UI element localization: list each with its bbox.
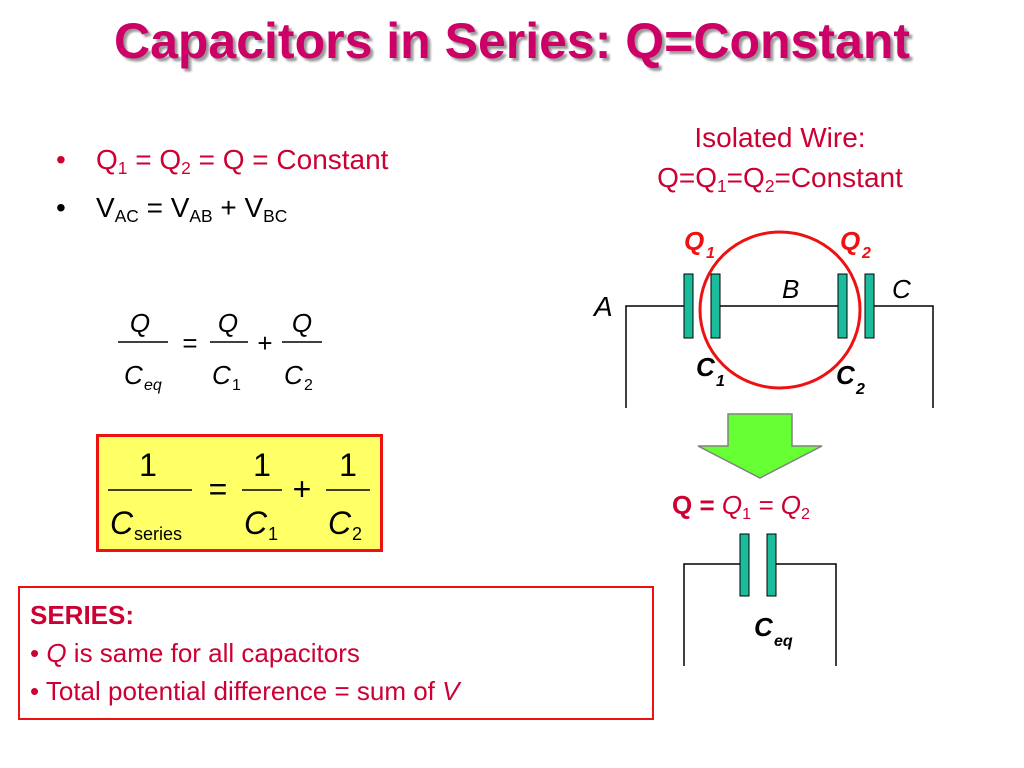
denominator: C: [124, 360, 143, 390]
bullet-list: • Q1 = Q2 = Q = Constant • VAC = VAB + VBC: [56, 140, 388, 236]
capacitor-c2-plate-right: [864, 273, 875, 339]
series-heading: SERIES:: [30, 600, 135, 630]
highlight-box: [96, 434, 383, 552]
wire-right: [872, 305, 934, 408]
text: = Q = Constant: [190, 144, 389, 175]
subscript: 2: [304, 377, 313, 394]
text: =Q: [726, 162, 765, 193]
wire-left: [625, 305, 686, 408]
subscript: 1: [717, 176, 727, 197]
subscript: AB: [189, 206, 213, 227]
subscript: 2: [861, 245, 871, 262]
text: = V: [138, 192, 190, 223]
capacitor-ceq-plate-left: [739, 533, 750, 597]
numerator: 1: [253, 447, 271, 483]
text: Total potential difference = sum of: [45, 676, 443, 706]
plus-sign: +: [257, 328, 272, 358]
isolated-region-ellipse: [698, 230, 862, 390]
q1-label: Q: [684, 226, 704, 256]
capacitor-ceq-plate-right: [766, 533, 777, 597]
series-circuit-diagram: A B C Q 1 Q 2 C 1 C 2: [592, 226, 934, 408]
text: = Q: [751, 490, 801, 520]
bullet-marker: •: [30, 676, 40, 706]
denominator: C: [284, 360, 303, 390]
equals-sign: =: [182, 328, 197, 358]
numerator: 1: [339, 447, 357, 483]
c2-label: C: [836, 360, 856, 390]
capacitor-c1-plate-right: [710, 273, 721, 339]
subscript: 1: [268, 524, 278, 544]
ceq-label: C: [754, 612, 774, 642]
text-v: V: [442, 676, 460, 706]
isolated-wire-label: Isolated Wire: Q=Q1=Q2=Constant: [610, 118, 950, 206]
subscript: BC: [263, 206, 288, 227]
bullet-marker: •: [56, 192, 66, 223]
q-equals-bold: Q =: [672, 490, 715, 520]
bullet-item-charge: • Q1 = Q2 = Q = Constant: [56, 140, 388, 188]
capacitor-c2-plate-left: [837, 273, 848, 339]
text-q: Q: [96, 144, 118, 175]
wire-right: [774, 563, 837, 666]
series-point-voltage: • Total potential difference = sum of V: [30, 672, 652, 710]
bullet-marker: •: [56, 144, 66, 175]
subscript: 1: [742, 504, 752, 523]
subscript: 1: [232, 377, 241, 394]
text-v: V: [96, 192, 115, 223]
text: + V: [212, 192, 264, 223]
isolated-wire-heading: Isolated Wire:: [694, 122, 866, 153]
equation-charge-voltage: Q C eq = Q C 1 + Q C 2: [118, 308, 322, 394]
equals-sign: =: [209, 471, 228, 507]
wire-left: [683, 563, 742, 666]
subscript: series: [134, 524, 182, 544]
plus-sign: +: [293, 471, 312, 507]
denominator: C: [110, 505, 134, 541]
subscript: 2: [352, 524, 362, 544]
text: Q: [721, 490, 743, 520]
text: = Q: [127, 144, 182, 175]
series-summary-box: SERIES: • Q is same for all capacitors •…: [18, 586, 654, 720]
subscript: 2: [855, 381, 865, 398]
page-title: Capacitors in Series: Q=Constant: [113, 13, 911, 69]
subscript: 2: [181, 158, 191, 179]
denominator: C: [328, 505, 352, 541]
series-point-charge: • Q is same for all capacitors: [30, 634, 652, 672]
subscript: 1: [716, 373, 725, 390]
numerator: Q: [292, 308, 312, 338]
numerator: 1: [139, 447, 157, 483]
q2-label: Q: [840, 226, 860, 256]
equation-series-capacitance: 1 C series = 1 C 1 + 1 C 2: [96, 434, 383, 552]
node-b-label: B: [782, 274, 799, 304]
text: is same for all capacitors: [66, 638, 360, 668]
equivalent-circuit-diagram: C eq: [683, 533, 837, 666]
subscript: 2: [800, 504, 810, 523]
down-arrow-icon: [697, 413, 823, 479]
isolated-wire-equation: Q=Q1=Q2=Constant: [610, 158, 950, 206]
subscript: 1: [117, 158, 128, 179]
subscript: AC: [114, 206, 139, 227]
numerator: Q: [218, 308, 238, 338]
subscript: eq: [144, 377, 162, 394]
subscript: eq: [774, 633, 793, 650]
subscript: 1: [706, 245, 715, 262]
denominator: C: [244, 505, 268, 541]
node-c-label: C: [892, 274, 911, 304]
bullet-marker: •: [30, 638, 40, 668]
capacitor-c1-plate-left: [683, 273, 694, 339]
numerator: Q: [130, 308, 150, 338]
text-q: Q: [46, 638, 67, 668]
charge-equality: Q = Q1 = Q2: [672, 490, 810, 524]
text: =Constant: [774, 162, 903, 193]
text: Q=Q: [657, 162, 718, 193]
node-a-label: A: [592, 291, 613, 322]
c1-label: C: [696, 352, 716, 382]
denominator: C: [212, 360, 231, 390]
subscript: 2: [764, 176, 775, 197]
bullet-item-voltage: • VAC = VAB + VBC: [56, 188, 388, 236]
